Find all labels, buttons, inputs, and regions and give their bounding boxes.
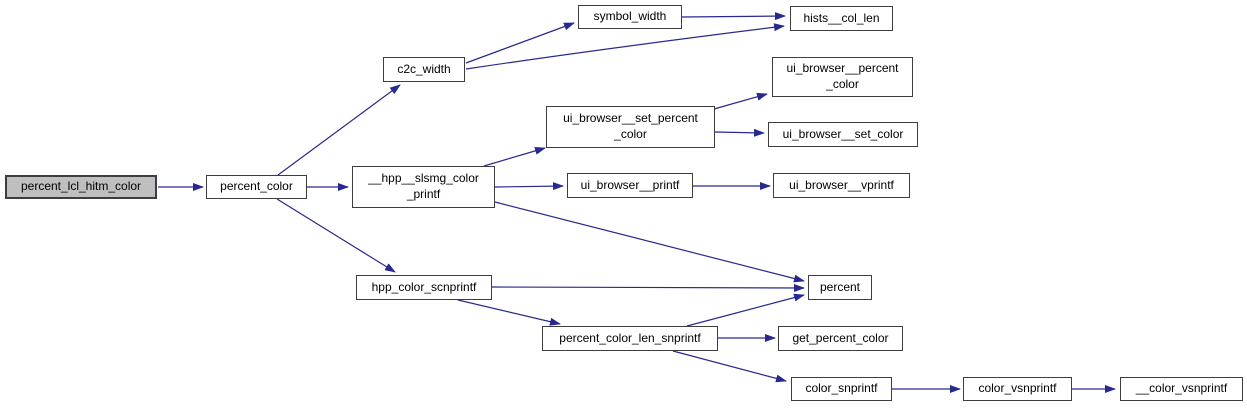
edge-c2c_width-hists__col_len	[465, 23, 785, 70]
node-label-line: percent	[819, 279, 861, 294]
node-label-line: _printf	[406, 187, 441, 201]
node-get_percent_color[interactable]: get_percent_color	[778, 326, 903, 351]
node-c2c_width[interactable]: c2c_width	[383, 57, 465, 82]
edge-ui_browser__set_percent_color-ui_browser__percent_color	[713, 92, 768, 110]
node-__hpp__slsmg_color_printf[interactable]: __hpp__slsmg_color_printf	[352, 166, 495, 208]
node-label-line: __color_vsnprintf	[1135, 381, 1228, 396]
node-label-line: color_vsnprintf	[978, 381, 1057, 396]
edge-c2c_width-symbol_width	[465, 22, 575, 64]
edge-ui_browser__set_percent_color-ui_browser__set_color	[714, 128, 765, 137]
edge-percent_color-hpp_color_scnprintf	[276, 198, 396, 273]
node-label-line: _color	[614, 127, 647, 141]
node-percent_color[interactable]: percent_color	[206, 175, 307, 199]
edge-__hpp__slsmg_color_printf-ui_browser__set_percent_color	[483, 146, 546, 167]
node-label-line: __hpp__slsmg_color	[368, 171, 479, 186]
node-hists__col_len[interactable]: hists__col_len	[790, 6, 893, 31]
edge-__hpp__slsmg_color_printf-percent	[494, 201, 805, 283]
node-symbol_width[interactable]: symbol_width	[578, 5, 682, 29]
node-label-line: color_snprintf	[805, 381, 878, 396]
node-label-line: percent_color_len_snprintf	[559, 330, 701, 345]
node-label-line: ui_browser__set_percent	[563, 111, 698, 126]
node-__color_vsnprintf[interactable]: __color_vsnprintf	[1120, 377, 1243, 401]
edge-__hpp__slsmg_color_printf-ui_browser__printf	[494, 182, 564, 191]
node-label-line: symbol_width	[593, 9, 667, 24]
node-ui_browser__percent_color[interactable]: ui_browser__percent_color	[772, 57, 913, 97]
node-ui_browser__printf[interactable]: ui_browser__printf	[567, 173, 693, 198]
node-ui_browser__vprintf[interactable]: ui_browser__vprintf	[773, 173, 910, 198]
node-label-line: percent_color	[220, 179, 293, 194]
edge-symbol_width-hists__col_len	[681, 12, 786, 21]
edge-percent_color_len_snprintf-percent	[686, 293, 805, 327]
edge-hpp_color_scnprintf-percent	[491, 283, 805, 292]
node-hpp_color_scnprintf[interactable]: hpp_color_scnprintf	[356, 275, 492, 300]
edge-percent_color_len_snprintf-color_snprintf	[672, 350, 787, 383]
node-percent[interactable]: percent	[808, 275, 872, 300]
node-percent_lcl_hitm_color: percent_lcl_hitm_color	[5, 175, 157, 199]
edge-hpp_color_scnprintf-percent_color_len_snprintf	[457, 299, 561, 326]
node-label-line: hists__col_len	[803, 10, 880, 25]
node-ui_browser__set_percent_color[interactable]: ui_browser__set_percent_color	[546, 106, 715, 148]
edge-percent_color-c2c_width	[277, 84, 401, 176]
node-label-line: ui_browser__printf	[580, 177, 680, 192]
node-label-line: c2c_width	[397, 61, 451, 76]
node-label-line: ui_browser__percent	[786, 61, 899, 76]
node-label-line: hpp_color_scnprintf	[371, 279, 477, 294]
node-label-line: get_percent_color	[792, 330, 889, 345]
node-label-line: ui_browser__vprintf	[789, 177, 894, 192]
node-percent_color_len_snprintf[interactable]: percent_color_len_snprintf	[542, 326, 718, 351]
node-color_vsnprintf[interactable]: color_vsnprintf	[963, 377, 1072, 401]
node-label-line: percent_lcl_hitm_color	[20, 179, 142, 194]
node-ui_browser__set_color[interactable]: ui_browser__set_color	[768, 122, 918, 147]
node-color_snprintf[interactable]: color_snprintf	[791, 377, 892, 401]
node-label-line: ui_browser__set_color	[782, 126, 904, 141]
node-label-line: _color	[826, 77, 859, 91]
